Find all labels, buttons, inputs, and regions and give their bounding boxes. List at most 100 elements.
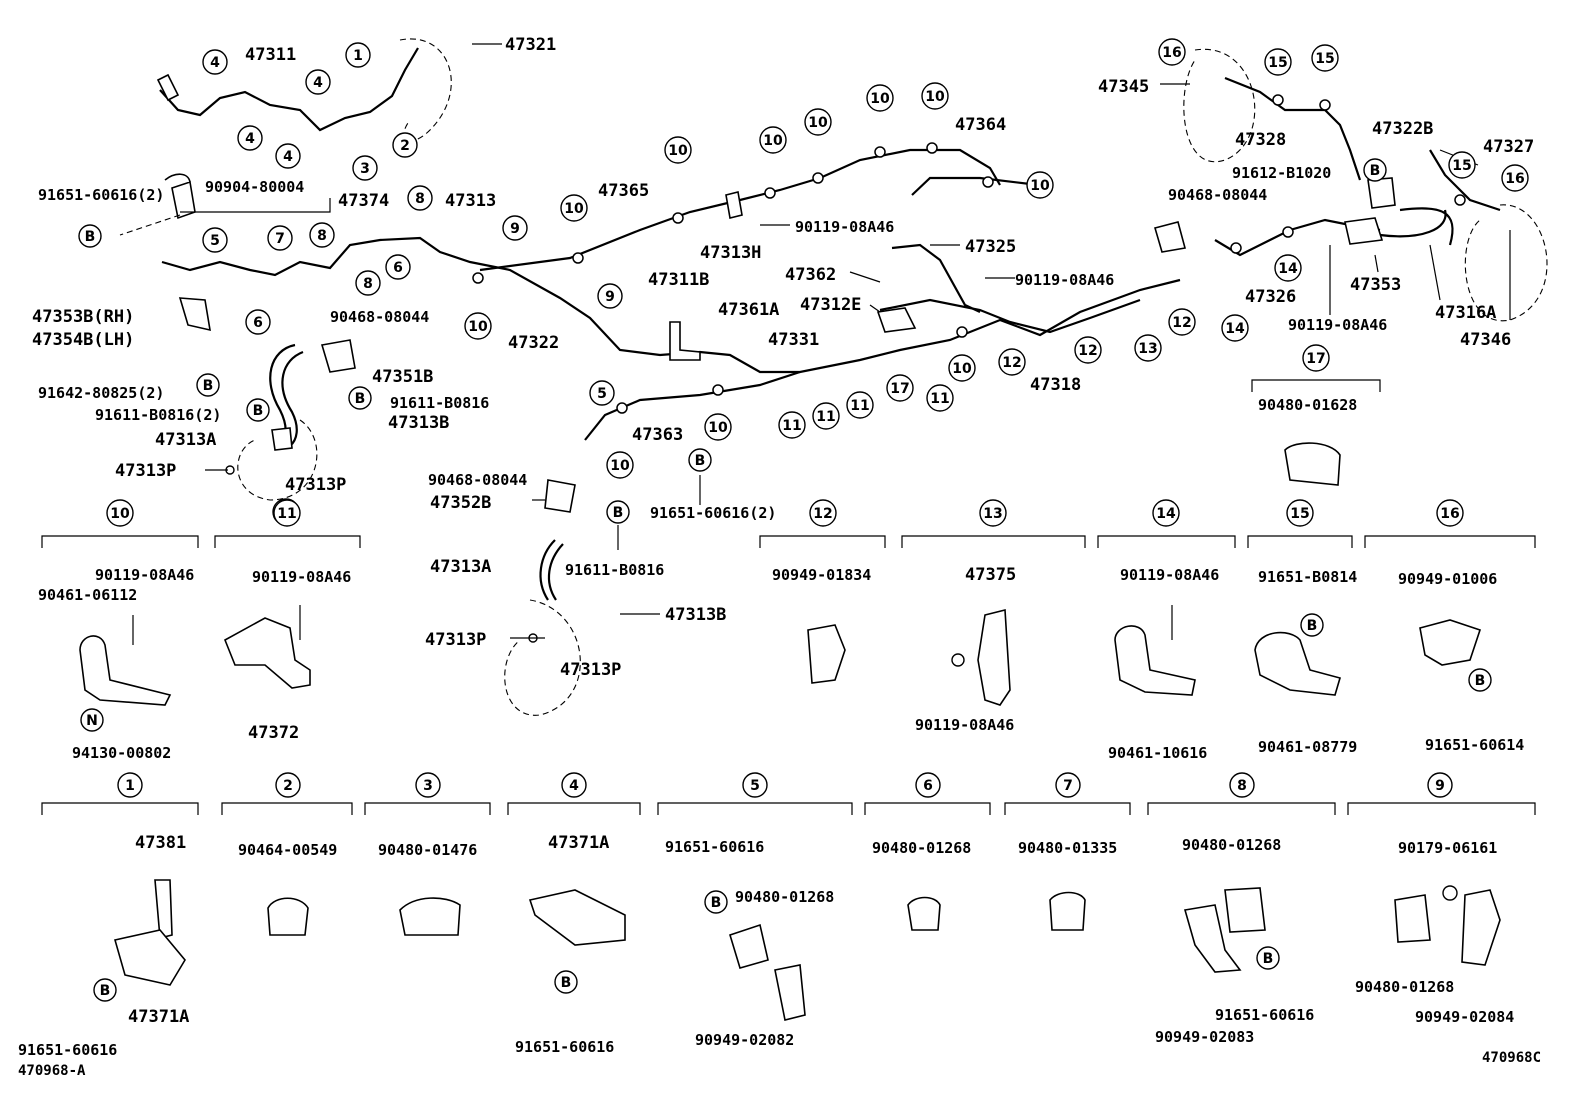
callout-group-15: 15 bbox=[1286, 499, 1314, 527]
pipe-47364 bbox=[911, 176, 1031, 196]
svg-text:8: 8 bbox=[415, 191, 425, 207]
callout-group-7: 7 bbox=[1055, 772, 1081, 798]
label-90904-80004: 90904-80004 bbox=[205, 178, 304, 196]
svg-text:10: 10 bbox=[610, 458, 630, 474]
svg-text:11: 11 bbox=[782, 418, 801, 434]
svg-text:1: 1 bbox=[353, 48, 363, 64]
label-47316a: 47316A bbox=[1435, 303, 1496, 323]
label-47353: 47353 bbox=[1350, 275, 1401, 295]
svg-text:6: 6 bbox=[253, 315, 263, 331]
callout-10: 10 bbox=[464, 312, 492, 340]
svg-text:17: 17 bbox=[890, 381, 909, 397]
callout-10: 10 bbox=[866, 84, 894, 112]
svg-text:16: 16 bbox=[1505, 171, 1524, 187]
callout-4: 4 bbox=[202, 49, 228, 75]
g16-label-a: 90949-01006 bbox=[1398, 570, 1497, 588]
g8-label-c: 90949-02083 bbox=[1155, 1028, 1254, 1046]
callout-13: 13 bbox=[1134, 334, 1162, 362]
callout-5: 5 bbox=[589, 380, 615, 406]
g9-label-c: 90949-02084 bbox=[1415, 1008, 1514, 1026]
svg-text:9: 9 bbox=[605, 289, 615, 305]
svg-text:1: 1 bbox=[125, 778, 135, 794]
label-91611-b0816-a: 91611-B0816 bbox=[390, 394, 489, 412]
label-47331: 47331 bbox=[768, 330, 819, 350]
pipe-clamp-points bbox=[472, 94, 1466, 414]
callout-group-3: 3 bbox=[415, 772, 441, 798]
svg-text:10: 10 bbox=[763, 133, 783, 149]
g12-label-a: 90949-01834 bbox=[772, 566, 871, 584]
callout-b: B bbox=[704, 890, 728, 914]
svg-text:14: 14 bbox=[1278, 261, 1298, 277]
svg-text:B: B bbox=[253, 403, 264, 419]
svg-text:B: B bbox=[1475, 673, 1486, 689]
svg-text:4: 4 bbox=[569, 778, 579, 794]
callout-5: 5 bbox=[202, 227, 228, 253]
svg-text:8: 8 bbox=[1237, 778, 1247, 794]
callout-16: 16 bbox=[1501, 164, 1529, 192]
callout-15: 15 bbox=[1448, 151, 1476, 179]
label-47313: 47313 bbox=[445, 191, 496, 211]
pipe-47318 bbox=[879, 298, 1141, 334]
svg-text:4: 4 bbox=[245, 131, 255, 147]
svg-text:5: 5 bbox=[597, 386, 607, 402]
callout-10: 10 bbox=[606, 451, 634, 479]
callout-group-4: 4 bbox=[561, 772, 587, 798]
svg-text:B: B bbox=[355, 391, 366, 407]
callout-8: 8 bbox=[309, 222, 335, 248]
label-91612-b1020: 91612-B1020 bbox=[1232, 164, 1331, 182]
label-90468-08044-a: 90468-08044 bbox=[330, 308, 429, 326]
g10-label-c: 94130-00802 bbox=[72, 744, 171, 762]
pipe-47363 bbox=[584, 370, 801, 441]
svg-text:16: 16 bbox=[1440, 506, 1459, 522]
callout-4: 4 bbox=[275, 143, 301, 169]
callout-b: B bbox=[93, 978, 117, 1002]
g16-label-b: 91651-60614 bbox=[1425, 736, 1524, 754]
svg-text:7: 7 bbox=[1063, 778, 1073, 794]
svg-text:9: 9 bbox=[1435, 778, 1445, 794]
svg-text:10: 10 bbox=[925, 89, 945, 105]
g10-label-a: 90119-08A46 bbox=[95, 566, 194, 584]
assembly-small-parts bbox=[156, 73, 1396, 643]
label-47363: 47363 bbox=[632, 425, 683, 445]
callout-10: 10 bbox=[664, 136, 692, 164]
g1-label-b: 91651-60616 bbox=[18, 1041, 117, 1059]
label-90119-08a46-a: 90119-08A46 bbox=[795, 218, 894, 236]
g14-label-b: 90461-10616 bbox=[1108, 744, 1207, 762]
g10-label-b: 90461-06112 bbox=[38, 586, 137, 604]
g13-label-a: 47375 bbox=[965, 565, 1016, 585]
g14-label-a: 90119-08A46 bbox=[1120, 566, 1219, 584]
g8-label-a: 90480-01268 bbox=[1182, 836, 1281, 854]
callout-12: 12 bbox=[1074, 336, 1102, 364]
callout-b: B bbox=[606, 500, 630, 524]
pipe-47325 bbox=[891, 243, 981, 313]
callout-2: 2 bbox=[392, 132, 418, 158]
g5-label-c: 90949-02082 bbox=[695, 1031, 794, 1049]
svg-text:15: 15 bbox=[1290, 506, 1309, 522]
g2-label-a: 90464-00549 bbox=[238, 841, 337, 859]
label-47322: 47322 bbox=[508, 333, 559, 353]
callout-8: 8 bbox=[355, 270, 381, 296]
label-91611-b0816-2: 91611-B0816(2) bbox=[95, 406, 221, 424]
callout-10: 10 bbox=[1026, 171, 1054, 199]
svg-text:10: 10 bbox=[668, 143, 688, 159]
circled-callouts: 4 1 4 4 4 3 2 B 8 9 5 7 8 8 6 6 10 9 10 … bbox=[78, 38, 1529, 1002]
callout-group-8: 8 bbox=[1229, 772, 1255, 798]
svg-text:5: 5 bbox=[750, 778, 760, 794]
label-47322b: 47322B bbox=[1372, 119, 1433, 139]
label-47313p-mid-a: 47313P bbox=[425, 630, 486, 650]
svg-text:B: B bbox=[85, 229, 96, 245]
svg-text:16: 16 bbox=[1162, 45, 1181, 61]
svg-text:3: 3 bbox=[423, 778, 433, 794]
callout-17: 17 bbox=[886, 374, 914, 402]
callout-group-17: 17 bbox=[1302, 344, 1330, 372]
g1-label-a: 47381 bbox=[135, 833, 186, 853]
callout-12: 12 bbox=[1168, 308, 1196, 336]
svg-text:10: 10 bbox=[1030, 178, 1050, 194]
callout-11: 11 bbox=[846, 391, 874, 419]
g4-label-a: 47371A bbox=[548, 833, 609, 853]
label-91651-60616-2b: 91651-60616(2) bbox=[650, 504, 776, 522]
callout-b: B bbox=[348, 386, 372, 410]
g15-label-b: 90461-08779 bbox=[1258, 738, 1357, 756]
g13-label-b: 90119-08A46 bbox=[915, 716, 1014, 734]
label-47352b: 47352B bbox=[430, 493, 491, 513]
